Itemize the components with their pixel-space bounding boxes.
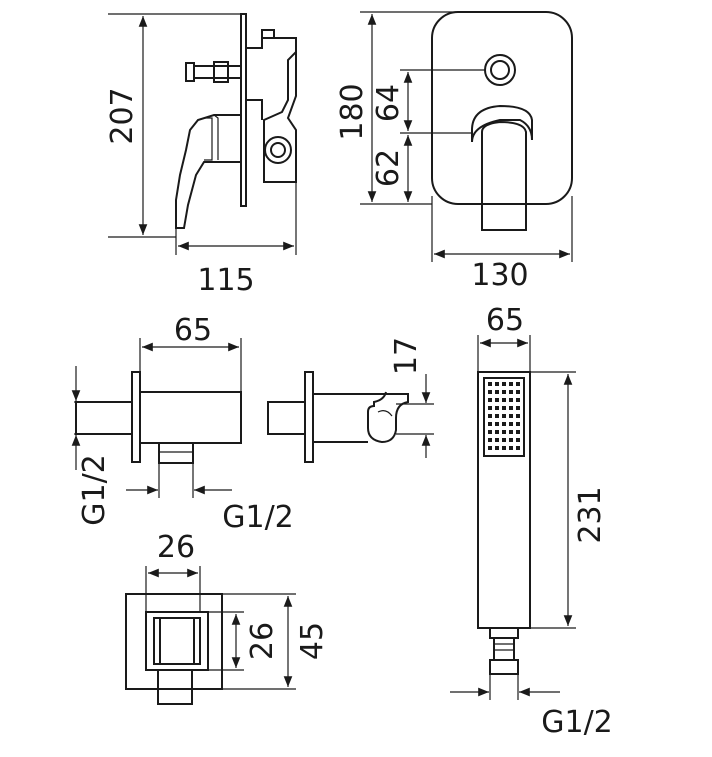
- spray-nozzle: [509, 406, 513, 410]
- spray-nozzle: [502, 382, 506, 386]
- spray-nozzle: [502, 430, 506, 434]
- spray-nozzle: [488, 422, 492, 426]
- dim-plate-lower: 62: [371, 149, 406, 187]
- dim-handshower-thread: G1/2: [541, 705, 613, 740]
- dim-plate-height: 180: [335, 83, 370, 140]
- spray-nozzle: [516, 398, 520, 402]
- lever-front: [471, 104, 533, 143]
- spray-nozzle: [502, 406, 506, 410]
- dim-elbow-thread-in: G1/2: [77, 454, 112, 526]
- spray-nozzle: [495, 422, 499, 426]
- spray-nozzle: [509, 430, 513, 434]
- dim-elbow-thread-out: G1/2: [222, 500, 294, 535]
- flange-outer: [125, 593, 223, 690]
- elbow-body: [139, 391, 242, 444]
- spray-nozzle: [509, 398, 513, 402]
- spray-nozzle: [488, 414, 492, 418]
- flange-stem: [157, 669, 193, 705]
- holder-flange: [304, 371, 314, 463]
- spray-nozzle: [509, 390, 513, 394]
- diverter-button: [484, 54, 516, 86]
- spray-nozzle: [495, 438, 499, 442]
- spray-nozzle: [488, 446, 492, 450]
- holder-inlet: [267, 401, 306, 435]
- spray-nozzle: [488, 438, 492, 442]
- elbow-flange: [131, 371, 141, 463]
- dim-plate-width: 130: [471, 258, 528, 293]
- spray-nozzle: [495, 390, 499, 394]
- spray-nozzle: [509, 382, 513, 386]
- spray-nozzle: [516, 390, 520, 394]
- spray-nozzle: [516, 406, 520, 410]
- dim-handshower-length: 231: [573, 486, 608, 543]
- outlet-ring: [264, 136, 292, 164]
- dim-flange-inner: 26: [245, 622, 280, 660]
- spray-nozzle: [488, 430, 492, 434]
- spray-nozzle: [509, 422, 513, 426]
- mixer-front-view: 180 64 62 130: [335, 11, 573, 293]
- spray-nozzles: [488, 382, 520, 450]
- spray-nozzle: [495, 446, 499, 450]
- spray-nozzle: [516, 382, 520, 386]
- spray-nozzle: [516, 438, 520, 442]
- dim-mixer-height: 207: [105, 87, 140, 144]
- wall-plate: [240, 13, 247, 207]
- spray-nozzle: [516, 422, 520, 426]
- diverter-knob: [185, 62, 195, 82]
- shower-holder-view: 17: [267, 337, 434, 463]
- spray-nozzle: [495, 406, 499, 410]
- holder-body: [313, 391, 409, 444]
- spray-nozzle: [509, 438, 513, 442]
- spray-nozzle: [488, 406, 492, 410]
- spray-nozzle: [502, 390, 506, 394]
- dim-holder-offset: 17: [389, 337, 424, 375]
- spray-nozzle: [488, 382, 492, 386]
- spray-face: [483, 377, 525, 457]
- dim-plate-upper: 64: [371, 84, 406, 122]
- hand-shower-body: [477, 371, 531, 629]
- elbow-outlet: [158, 442, 194, 464]
- spray-nozzle: [516, 414, 520, 418]
- wall-elbow-view: 65 G1/2 G1/2: [71, 313, 294, 535]
- elbow-inlet: [75, 401, 133, 435]
- hose-connector: [489, 627, 519, 639]
- lever-handle: [175, 114, 241, 229]
- spray-nozzle: [495, 414, 499, 418]
- dim-mixer-depth: 115: [197, 263, 254, 298]
- spray-nozzle: [488, 390, 492, 394]
- dim-handshower-width: 65: [486, 303, 524, 338]
- spray-nozzle: [509, 414, 513, 418]
- spray-nozzle: [516, 430, 520, 434]
- spray-nozzle: [502, 414, 506, 418]
- cover-plate: [431, 11, 573, 205]
- spray-nozzle: [509, 446, 513, 450]
- hand-shower-view: 65 231 G1/2: [450, 303, 613, 740]
- dim-flange-width: 26: [157, 530, 195, 565]
- dim-elbow-length: 65: [174, 313, 212, 348]
- flange-inner: [145, 611, 209, 671]
- spray-nozzle: [495, 430, 499, 434]
- spray-nozzle: [502, 422, 506, 426]
- spray-nozzle: [495, 382, 499, 386]
- spray-nozzle: [502, 438, 506, 442]
- spray-nozzle: [495, 398, 499, 402]
- flange-view: 26 26 45: [125, 530, 330, 705]
- spray-nozzle: [516, 446, 520, 450]
- dim-flange-outer: 45: [295, 622, 330, 660]
- spray-nozzle: [502, 398, 506, 402]
- spray-nozzle: [488, 398, 492, 402]
- mixer-side-view: 207 115: [105, 13, 297, 298]
- spray-nozzle: [502, 446, 506, 450]
